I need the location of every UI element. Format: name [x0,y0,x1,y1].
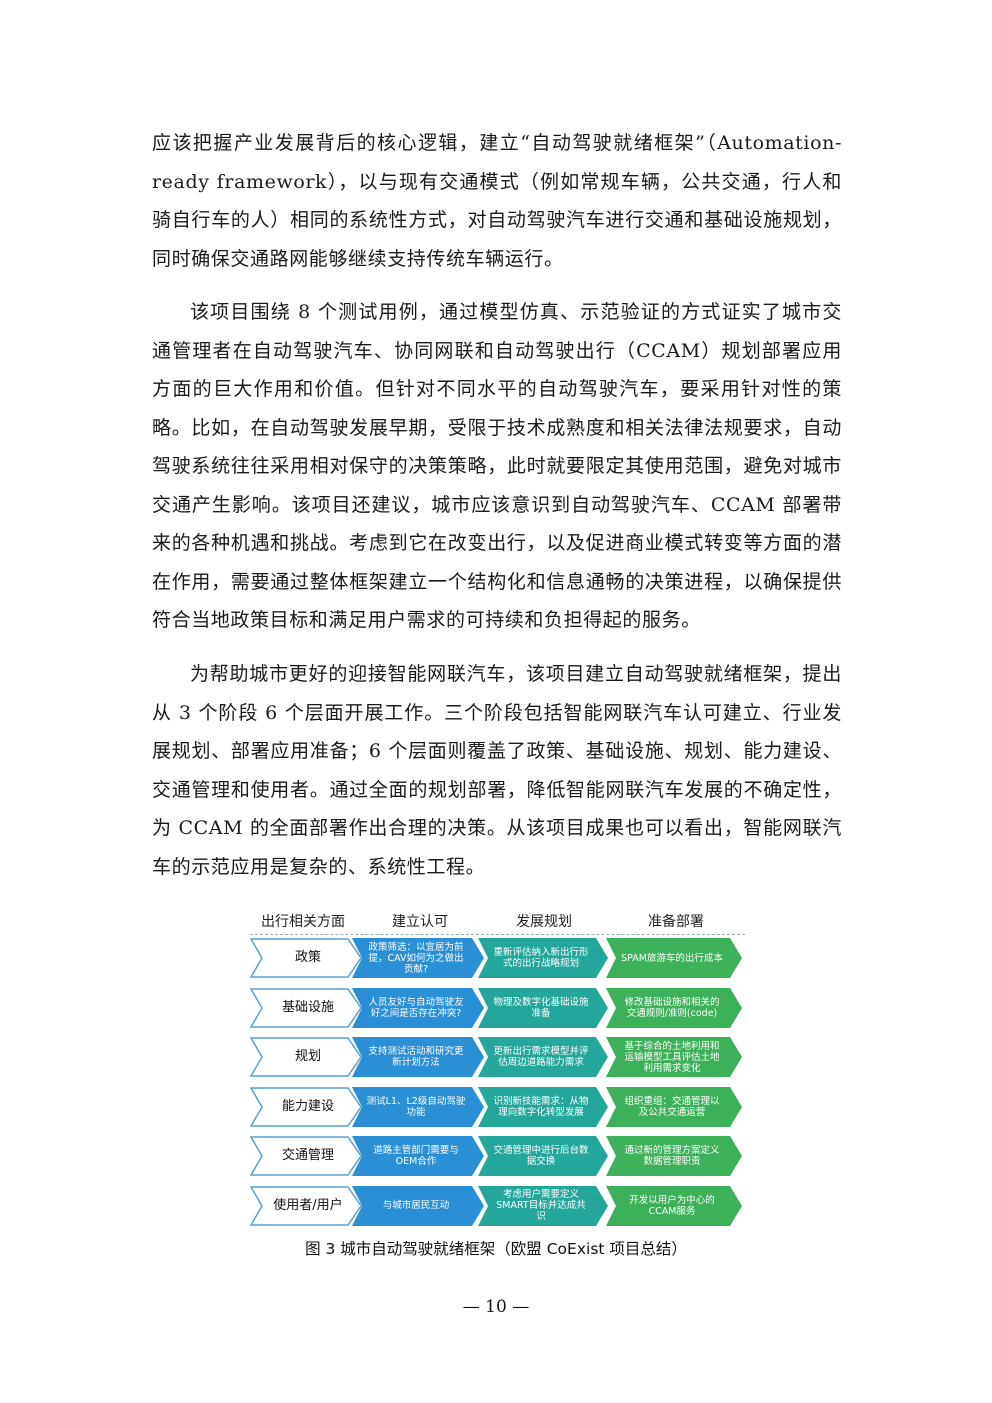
stage-chevron-shape [352,987,484,1028]
stage-chevron-shape [352,1136,484,1176]
stage-chevron: 通过新的管理方案定义数据管理职责 [606,1136,742,1176]
stage-chevron-text: 更新出行需求模型并评估周边道路能力需求 [493,1046,589,1068]
category-chevron-shape [250,938,362,978]
page-number: — 10 — [462,1297,530,1317]
stage-chevron: 基于综合的土地利用和运输模型工具评估土地利用需求变化 [606,1037,742,1077]
category-label: 规划 [294,1049,321,1064]
category-chevron: 能力建设 [250,1086,362,1127]
framework-row: 能力建设 测试L1、L2级自动驾驶功能 识别新技能需求：从物理向数字化转型发展 组织重… [250,1086,745,1127]
stage-chevron-text: 组织重组：交通管理以及公共交通运营 [624,1095,720,1118]
category-chevron-shape [250,1037,362,1077]
stage-chevron: 识别新技能需求：从物理向数字化转型发展 [478,1086,608,1127]
stage-chevron-shape [352,1086,484,1127]
stage-chevron: SPAM旅游车的出行成本 [606,938,742,978]
framework-row: 基础设施 人员友好与自动驾驶友好之间是否存在冲突? 物理及数字化基础设施准备 修改基础… [250,987,745,1028]
stage-chevron: 与城市居民互动 [352,1185,484,1226]
category-chevron-shape [250,1136,362,1176]
category-chevron: 基础设施 [250,987,362,1028]
category-chevron: 使用者/用户 [250,1185,362,1226]
stage-chevron: 人员友好与自动驾驶友好之间是否存在冲突? [352,987,484,1028]
stage-chevron-shape [352,1037,484,1077]
stage-chevron-shape [352,1185,484,1226]
paragraph-2: 该项目围绕 8 个测试用例，通过模型仿真、示范验证的方式证实了城市交通管理者在自… [152,301,842,631]
figure-header-stage3: 准备部署 [648,914,704,930]
stage-chevron-shape [606,1037,742,1077]
stage-chevron: 组织重组：交通管理以及公共交通运营 [606,1086,742,1127]
stage-chevron-text: 基于综合的土地利用和运输模型工具评估土地利用需求变化 [624,1040,720,1074]
category-label: 交通管理 [281,1148,334,1163]
category-label: 使用者/用户 [273,1197,343,1213]
figure-caption: 图 3 城市自动驾驶就绪框架（欧盟 CoExist 项目总结） [305,1240,687,1258]
figure-header-aspect: 出行相关方面 [261,914,345,930]
category-chevron-shape [250,987,362,1028]
stage-chevron-shape [478,1136,608,1176]
stage-chevron-text: 支持测试活动和研究更新计划方法 [368,1046,464,1068]
framework-row: 规划 支持测试活动和研究更新计划方法 更新出行需求模型并评估周边道路能力需求 基于综合… [250,1037,745,1077]
stage-chevron-text: SPAM旅游车的出行成本 [621,952,723,964]
framework-row: 交通管理 道路主管部门需要与OEM合作 交通管理中进行后台数据交换 通过新的管理方案定… [250,1136,745,1176]
stage-chevron-text: 重新评估纳入新出行形式的出行战略规划 [493,947,589,969]
stage-chevron-shape [478,1037,608,1077]
figure-header-stage2: 发展规划 [516,914,572,930]
stage-chevron-shape [606,1136,742,1176]
stage-chevron: 重新评估纳入新出行形式的出行战略规划 [478,938,608,978]
stage-chevron: 开发以用户为中心的CCAM服务 [606,1185,742,1226]
category-chevron-shape [250,1086,362,1127]
framework-figure: 出行相关方面 建立认可 发展规划 准备部署 政策 政策筛选：以宜居为前提，CAV如… [250,908,745,1230]
category-chevron-shape [250,1185,362,1226]
category-chevron: 政策 [250,938,362,978]
stage-chevron-shape [606,1185,742,1226]
stage-chevron-shape [478,987,608,1028]
stage-chevron-text: 测试L1、L2级自动驾驶功能 [366,1095,466,1118]
figure-header-stage1: 建立认可 [392,914,448,930]
category-label: 基础设施 [281,999,334,1015]
stage-chevron: 更新出行需求模型并评估周边道路能力需求 [478,1037,608,1077]
stage-chevron-text: 考虑用户需要定义SMART目标并达成共识 [496,1189,586,1222]
stage-chevron-shape [606,987,742,1028]
category-chevron: 规划 [250,1037,362,1077]
stage-chevron-shape [478,1086,608,1127]
stage-chevron-text: 道路主管部门需要与OEM合作 [373,1145,459,1167]
stage-chevron: 测试L1、L2级自动驾驶功能 [352,1086,484,1127]
stage-chevron: 交通管理中进行后台数据交换 [478,1136,608,1176]
stage-chevron: 支持测试活动和研究更新计划方法 [352,1037,484,1077]
paragraph-3: 为帮助城市更好的迎接智能网联汽车，该项目建立自动驾驶就绪框架，提出从 3 个阶段… [152,663,842,878]
category-label: 能力建设 [281,1098,334,1114]
stage-chevron: 修改基础设施和相关的交通规则/准则(code) [606,987,742,1028]
stage-chevron: 道路主管部门需要与OEM合作 [352,1136,484,1176]
stage-chevron: 考虑用户需要定义SMART目标并达成共识 [478,1185,608,1226]
category-label: 政策 [294,950,321,965]
stage-chevron-text: 通过新的管理方案定义数据管理职责 [624,1145,720,1167]
stage-chevron-text: 与城市居民互动 [382,1200,450,1211]
stage-chevron-shape [478,938,608,978]
stage-chevron-text: 物理及数字化基础设施准备 [493,996,589,1019]
stage-chevron-shape [352,938,484,978]
stage-chevron-text: 修改基础设施和相关的交通规则/准则(code) [624,996,720,1019]
stage-chevron-text: 开发以用户为中心的CCAM服务 [629,1194,715,1217]
stage-chevron-text: 政策筛选：以宜居为前提，CAV如何为之做出贡献? [368,941,464,975]
stage-chevron: 物理及数字化基础设施准备 [478,987,608,1028]
category-chevron: 交通管理 [250,1136,362,1176]
stage-chevron-shape [606,938,742,978]
stage-chevron-text: 识别新技能需求：从物理向数字化转型发展 [493,1095,589,1118]
stage-chevron-shape [478,1185,608,1226]
figure-header-divider [250,934,745,936]
stage-chevron: 政策筛选：以宜居为前提，CAV如何为之做出贡献? [352,938,484,978]
framework-row: 政策 政策筛选：以宜居为前提，CAV如何为之做出贡献? 重新评估纳入新出行形式的出行… [250,938,745,978]
stage-chevron-text: 人员友好与自动驾驶友好之间是否存在冲突? [368,996,464,1019]
stage-chevron-shape [606,1086,742,1127]
stage-chevron-text: 交通管理中进行后台数据交换 [493,1145,589,1167]
paragraph-1: 应该把握产业发展背后的核心逻辑，建立“自动驾驶就绪框架”（Automation-… [152,132,842,270]
framework-row: 使用者/用户 与城市居民互动 考虑用户需要定义SMART目标并达成共识 开发以用户为中… [250,1185,745,1226]
